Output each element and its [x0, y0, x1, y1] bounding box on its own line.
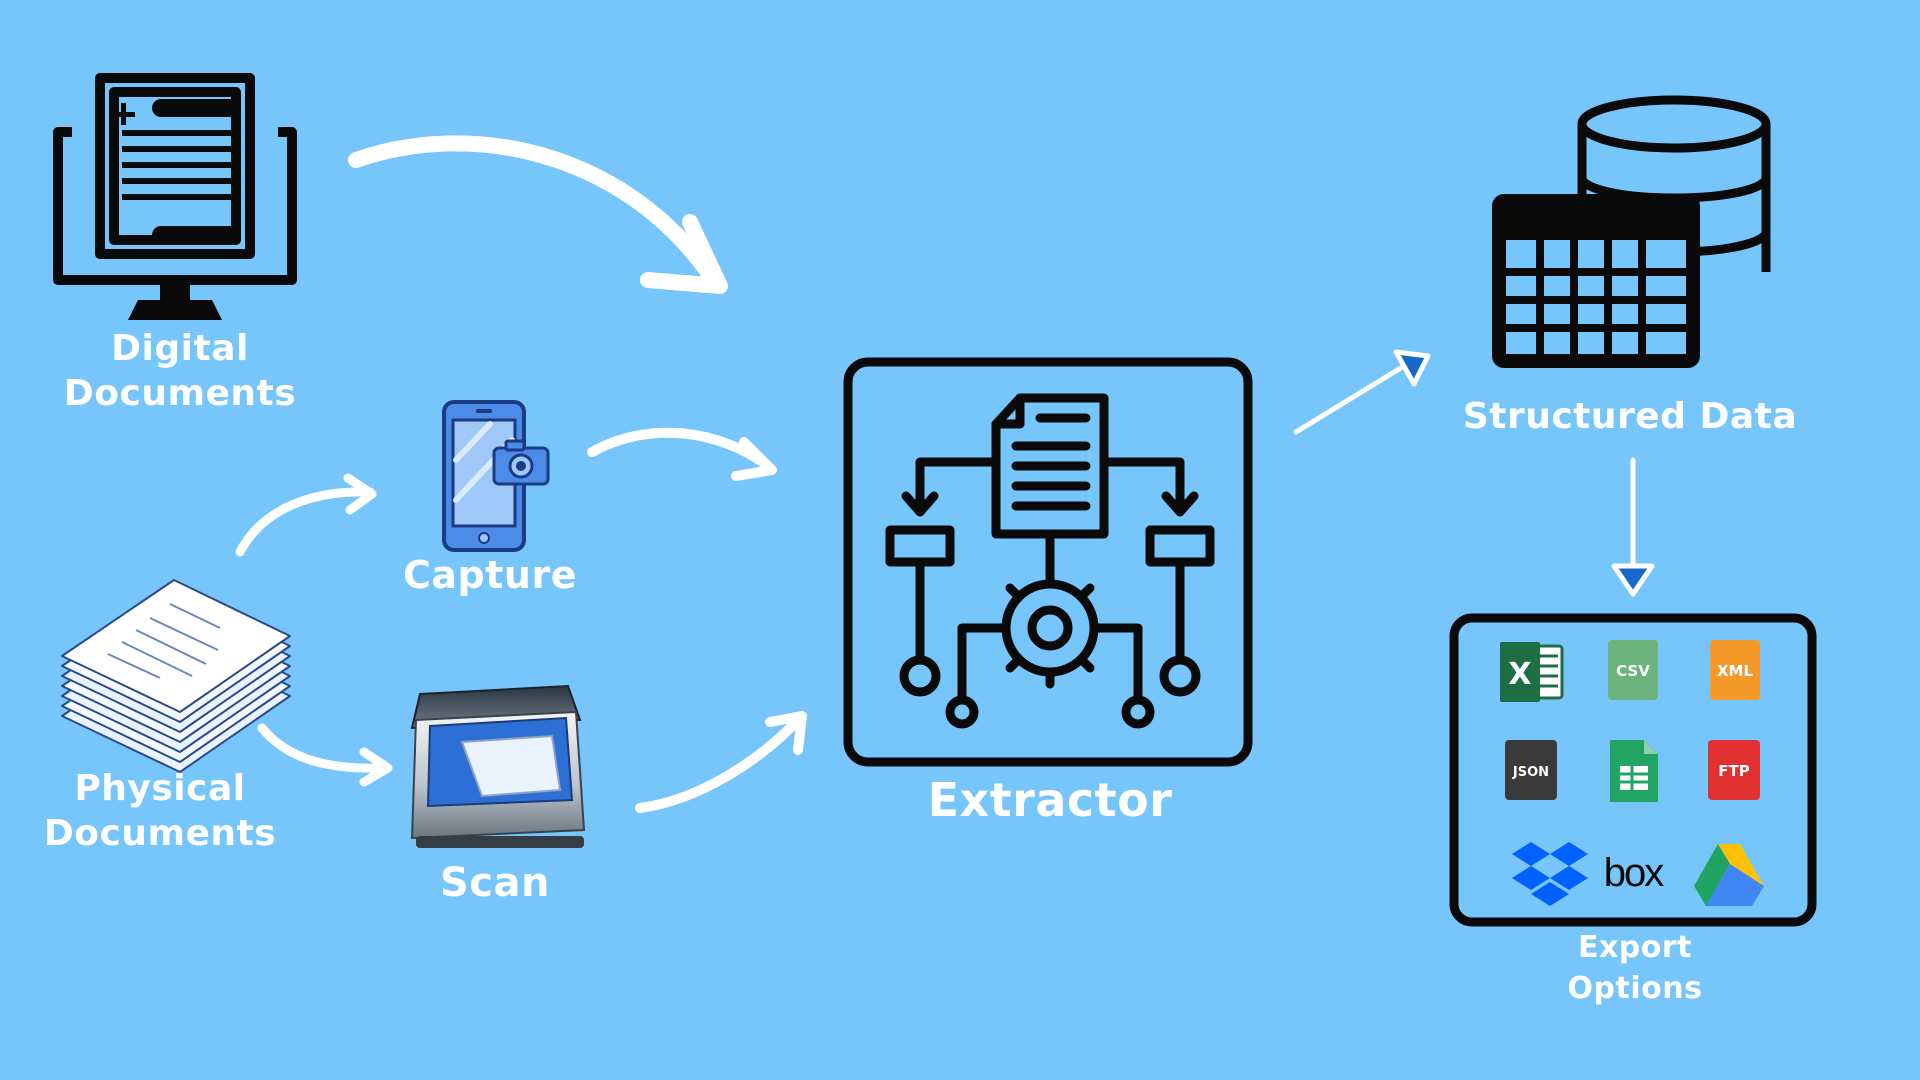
dropbox-icon[interactable]: [1512, 842, 1588, 906]
label-export-options: Export Options: [1530, 928, 1740, 1009]
svg-text:X: X: [1508, 657, 1531, 692]
label-scan: Scan: [440, 860, 550, 906]
svg-text:XML: XML: [1717, 662, 1753, 680]
arrow-physical-to-capture: [235, 487, 375, 557]
xml-icon[interactable]: XML: [1710, 640, 1760, 700]
box-icon[interactable]: box: [1604, 851, 1666, 895]
label-export-line2: Options: [1567, 970, 1703, 1006]
arrowhead-export: [1611, 563, 1655, 597]
label-physical-line1: Physical: [74, 768, 246, 809]
label-digital-line2: Documents: [63, 373, 297, 414]
arrowhead-structured: [1393, 349, 1431, 387]
svg-text:CSV: CSV: [1616, 662, 1650, 680]
arrowhead-capture: [731, 437, 777, 481]
arrow-extractor-to-structured: [1293, 363, 1407, 435]
label-capture: Capture: [403, 553, 577, 597]
arrowhead-physical-capture: [343, 473, 377, 515]
svg-text:JSON: JSON: [1512, 765, 1549, 780]
svg-text:FTP: FTP: [1718, 762, 1749, 780]
label-extractor: Extractor: [927, 773, 1173, 827]
csv-icon[interactable]: CSV: [1608, 640, 1658, 700]
arrow-physical-to-scan: [257, 723, 391, 773]
excel-icon[interactable]: X: [1500, 642, 1564, 702]
arrowhead-physical-scan: [359, 747, 393, 787]
arrow-scan-to-extractor: [635, 715, 803, 813]
arrowhead-digital: [640, 214, 728, 294]
label-digital-documents: Digital Documents: [40, 326, 320, 416]
google-sheets-icon[interactable]: [1610, 740, 1658, 802]
label-digital-line1: Digital: [111, 328, 249, 369]
label-physical-line2: Documents: [43, 813, 277, 854]
svg-text:box: box: [1604, 851, 1664, 895]
label-physical-documents: Physical Documents: [20, 766, 300, 856]
arrow-digital-to-extractor: [348, 135, 716, 280]
json-icon[interactable]: JSON: [1505, 740, 1557, 800]
label-structured-data: Structured Data: [1462, 396, 1798, 437]
label-export-line1: Export: [1577, 930, 1693, 965]
arrowhead-scan: [765, 711, 807, 755]
google-drive-icon[interactable]: [1694, 844, 1764, 906]
ftp-icon[interactable]: FTP: [1708, 740, 1760, 800]
